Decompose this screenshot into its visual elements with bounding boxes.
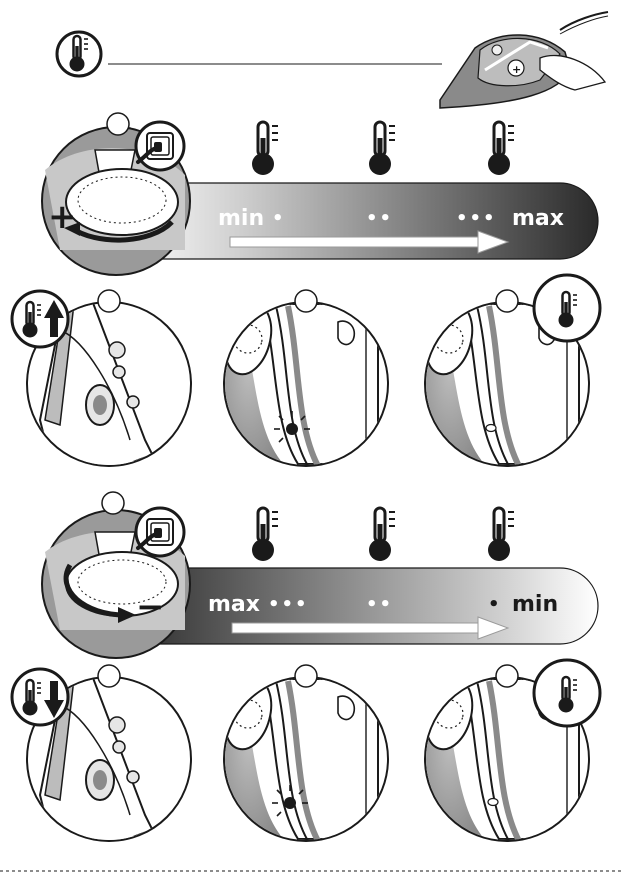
- decrease-label-left: max: [208, 592, 260, 617]
- step-marker: [102, 492, 124, 514]
- level-2-dots: ••: [366, 594, 393, 615]
- header-thermometer-icon: [57, 32, 101, 76]
- level-3-dots: •••: [456, 208, 497, 229]
- thermometer-ready-badge: [534, 275, 600, 341]
- thermometer-icon: [488, 508, 514, 561]
- level-1-dots: •: [488, 594, 502, 615]
- heating-steps-row: [12, 275, 600, 480]
- step-marker: [107, 113, 129, 135]
- indicator-light-on-circle: [217, 665, 388, 844]
- decrease-symbol: −: [136, 587, 165, 627]
- level-2-dots: ••: [366, 208, 393, 229]
- level-3-dots: •••: [268, 594, 309, 615]
- header: +: [57, 12, 608, 108]
- thermometer-down-badge: [12, 669, 68, 725]
- thermometer-icon: [252, 508, 278, 561]
- decrease-label-right: min: [512, 592, 558, 617]
- increase-temperature-panel: + min • •• ••• max: [42, 113, 598, 275]
- svg-text:+: +: [512, 63, 521, 76]
- increase-label-left: min: [218, 206, 264, 231]
- power-socket-icon: [136, 508, 184, 556]
- thermometer-icon: [252, 122, 278, 175]
- thermometer-ready-badge: [534, 660, 600, 726]
- thermometer-icon: [369, 508, 395, 561]
- iron-icon: +: [440, 12, 608, 108]
- level-1-dots: •: [272, 208, 286, 229]
- power-socket-icon: [136, 122, 184, 170]
- thermometer-icon: [488, 122, 514, 175]
- thermometer-up-badge: [12, 291, 68, 347]
- increase-symbol: +: [48, 197, 77, 237]
- decrease-temperature-panel: − max ••• •• • min: [42, 492, 598, 658]
- cooling-steps-row: [12, 660, 600, 855]
- increase-label-right: max: [512, 206, 564, 231]
- thermometer-icon: [369, 122, 395, 175]
- indicator-light-on-circle: [217, 290, 388, 469]
